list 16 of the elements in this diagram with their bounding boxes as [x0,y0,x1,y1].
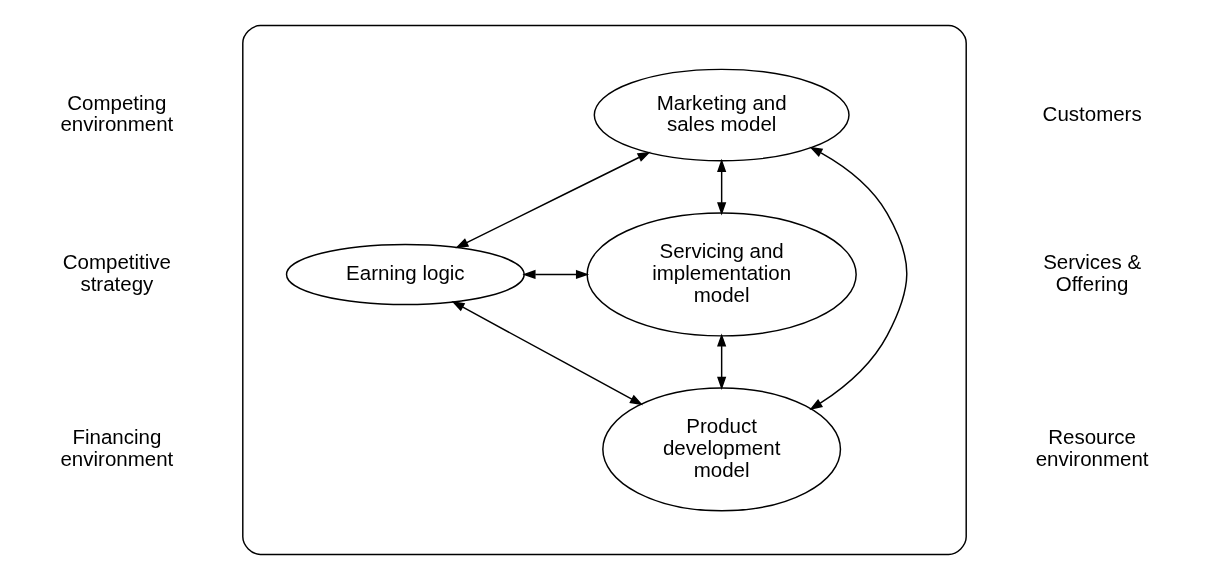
arrow [809,146,908,410]
cluster [242,24,967,556]
node-ellipse: Product development model [602,387,842,512]
node-ellipse: Earning logic [285,243,525,306]
label: Competing environment [60,90,174,136]
arrow [717,158,727,216]
label: Resource environment [1035,424,1149,470]
arrow [451,301,644,406]
arrow [522,269,590,280]
label: Financing environment [60,424,174,470]
label: Services & Offering [1043,249,1142,295]
label: Competitive strategy [62,249,171,295]
arrow [455,151,651,249]
arrow [717,333,727,390]
label: Customers [1042,101,1142,125]
node-ellipse: Servicing and implementation model [586,212,857,337]
